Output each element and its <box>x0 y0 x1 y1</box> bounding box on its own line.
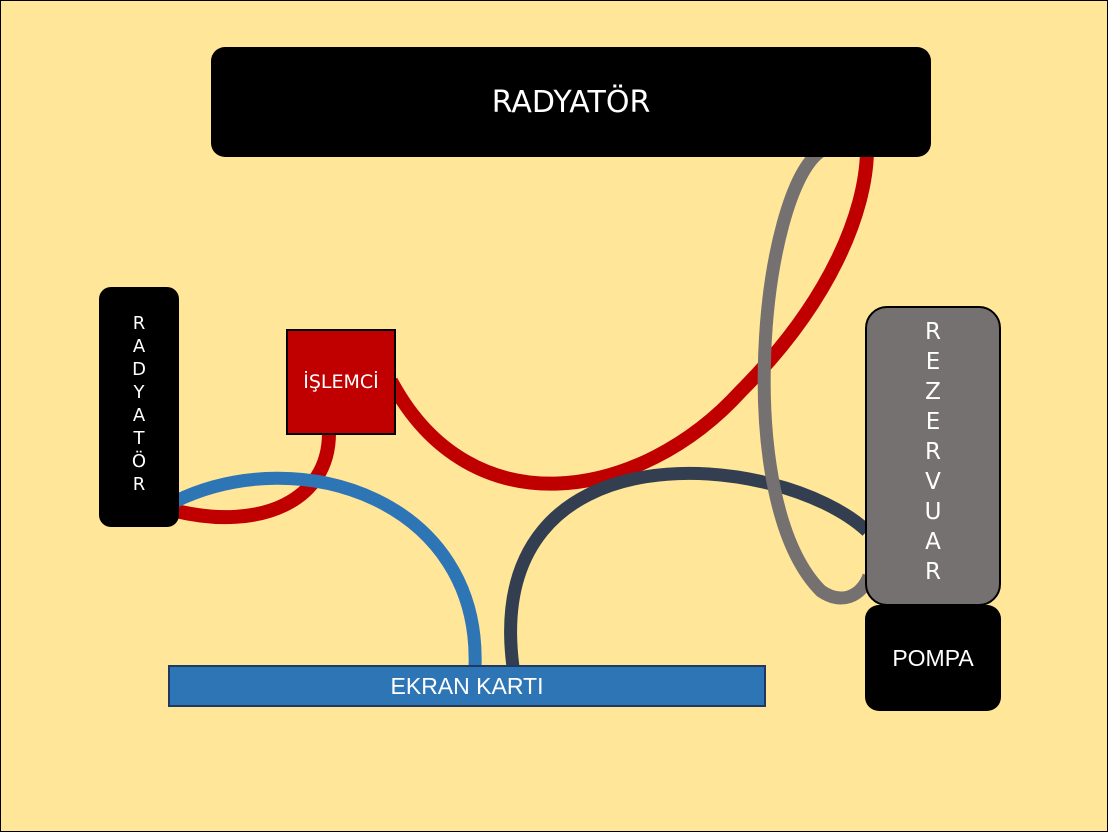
radiator-left-letter: Y <box>133 382 145 403</box>
radiator-left-letter: R <box>132 474 146 495</box>
radiator-top-label: RADYATÖR <box>491 84 651 120</box>
reservoir: R E Z E R V U A R <box>865 306 1001 606</box>
pipe-radiator-left-to-gpu <box>173 471 482 668</box>
radiator-left-letter: R <box>132 313 146 334</box>
radiator-left-letter: A <box>132 336 146 357</box>
cpu-label: İŞLEMCİ <box>303 371 379 393</box>
reservoir-letter: E <box>925 349 941 375</box>
reservoir-letter: R <box>925 319 941 345</box>
pipe-cpu-to-radiator-top <box>384 150 874 491</box>
reservoir-letter: E <box>925 409 941 435</box>
radiator-left-letter: D <box>132 359 146 380</box>
reservoir-letter: Z <box>925 379 941 405</box>
radiator-left-letter: T <box>133 428 145 449</box>
radiator-left-letter: Ö <box>131 451 147 472</box>
radiator-left: R A D Y A T Ö R <box>99 287 179 527</box>
pump: POMPA <box>865 605 1001 711</box>
radiator-top: RADYATÖR <box>211 47 931 157</box>
gpu-label: EKRAN KARTI <box>390 672 544 699</box>
pump-label: POMPA <box>892 644 974 671</box>
pipe-radiator-top-to-reservoir <box>757 145 876 605</box>
radiator-left-letter: A <box>132 405 146 426</box>
reservoir-letter: R <box>925 439 941 465</box>
gpu-block: EKRAN KARTI <box>168 665 766 707</box>
reservoir-letter: A <box>925 529 941 555</box>
cpu-block: İŞLEMCİ <box>286 329 396 435</box>
reservoir-letter: R <box>925 559 941 585</box>
pipe-gpu-to-reservoir <box>504 466 872 668</box>
reservoir-letter: U <box>924 499 942 525</box>
reservoir-letter: V <box>925 469 941 495</box>
pipe-cpu-to-radiator-left <box>174 432 336 525</box>
